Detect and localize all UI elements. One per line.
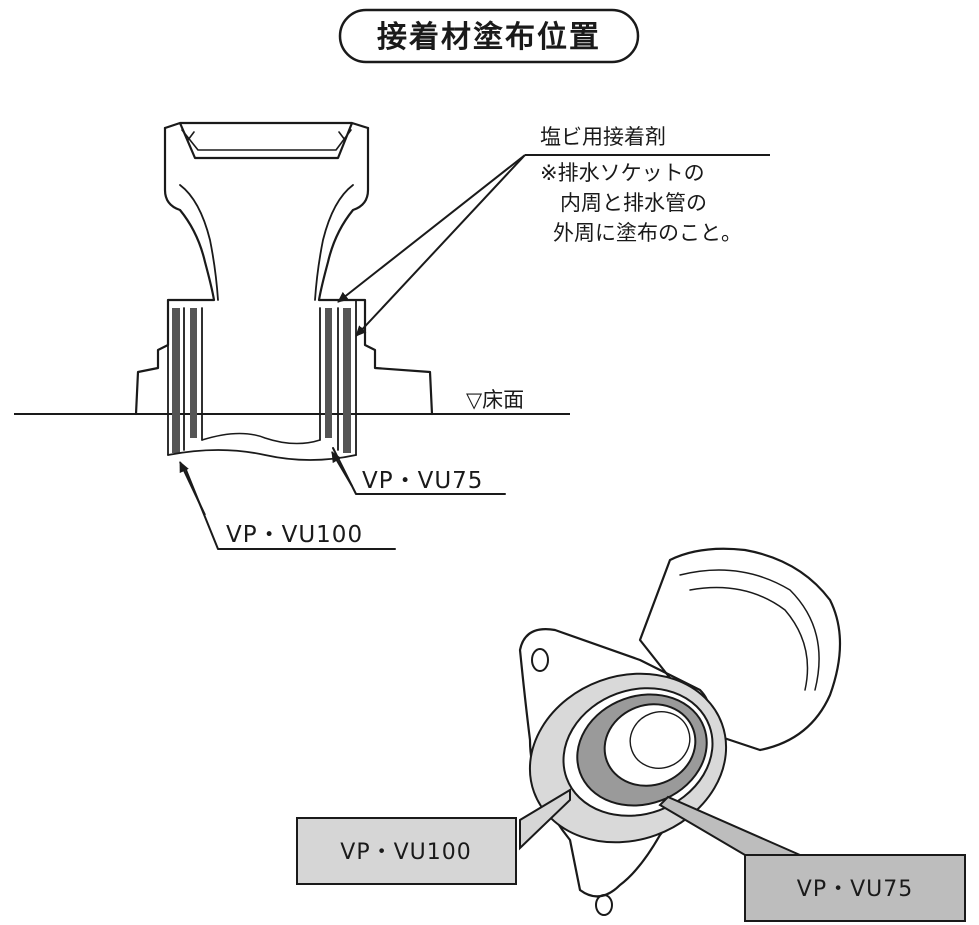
socket-perspective	[518, 547, 842, 916]
perspective-label-vp100: VP・VU100	[340, 840, 471, 865]
perspective-flange	[518, 628, 711, 898]
adhesive-note-line-3: 外周に塗布のこと。	[553, 221, 742, 245]
socket-cross-section	[14, 121, 570, 461]
perspective-cylinder	[638, 547, 842, 752]
socket-funnel-inner	[179, 184, 354, 301]
socket-top-rim	[163, 121, 370, 160]
note-arrow-inner	[337, 154, 526, 303]
pipe-walls	[167, 299, 357, 456]
note-arrow-outer	[355, 154, 526, 337]
pipe-bore-inner	[629, 711, 691, 769]
vp100-callout-box	[296, 817, 517, 885]
title-badge: 接着材塗布位置	[338, 8, 640, 64]
vp75-leader-line	[332, 447, 506, 495]
vp75-arrow	[331, 451, 353, 487]
pipe-cut-inner	[201, 432, 321, 445]
floor-label: ▽床面	[466, 388, 524, 412]
vp75-callout-box	[744, 854, 966, 922]
adhesive-note-line-2: 内周と排水管の	[560, 191, 707, 215]
flange-hole-bottom	[595, 894, 613, 916]
adhesive-band-left-inner	[190, 308, 197, 438]
adhesive-band-left-outer	[172, 308, 180, 453]
socket-body-right	[317, 126, 434, 416]
adhesive-band-right-outer	[343, 308, 351, 453]
section-label-vp75: VP・VU75	[362, 468, 483, 494]
title-text: 接着材塗布位置	[377, 20, 601, 55]
adhesive-band-right-inner	[325, 308, 332, 438]
adhesive-heading: 塩ビ用接着剤	[540, 125, 666, 149]
perspective-label-vp75: VP・VU75	[797, 877, 913, 902]
socket-body-left	[134, 126, 216, 416]
perspective-cylinder-ribs	[679, 569, 820, 691]
socket-inner-rim	[181, 129, 352, 151]
vp100-callout-pointer	[519, 788, 571, 851]
pipe-cut-outer	[167, 449, 357, 461]
flange-hole-left	[531, 648, 549, 672]
adhesive-note-line-1: ※排水ソケットの	[540, 161, 705, 185]
vp75-callout-pointer	[658, 795, 801, 856]
section-label-vp100: VP・VU100	[226, 522, 363, 548]
vp100-arrow	[179, 461, 206, 516]
